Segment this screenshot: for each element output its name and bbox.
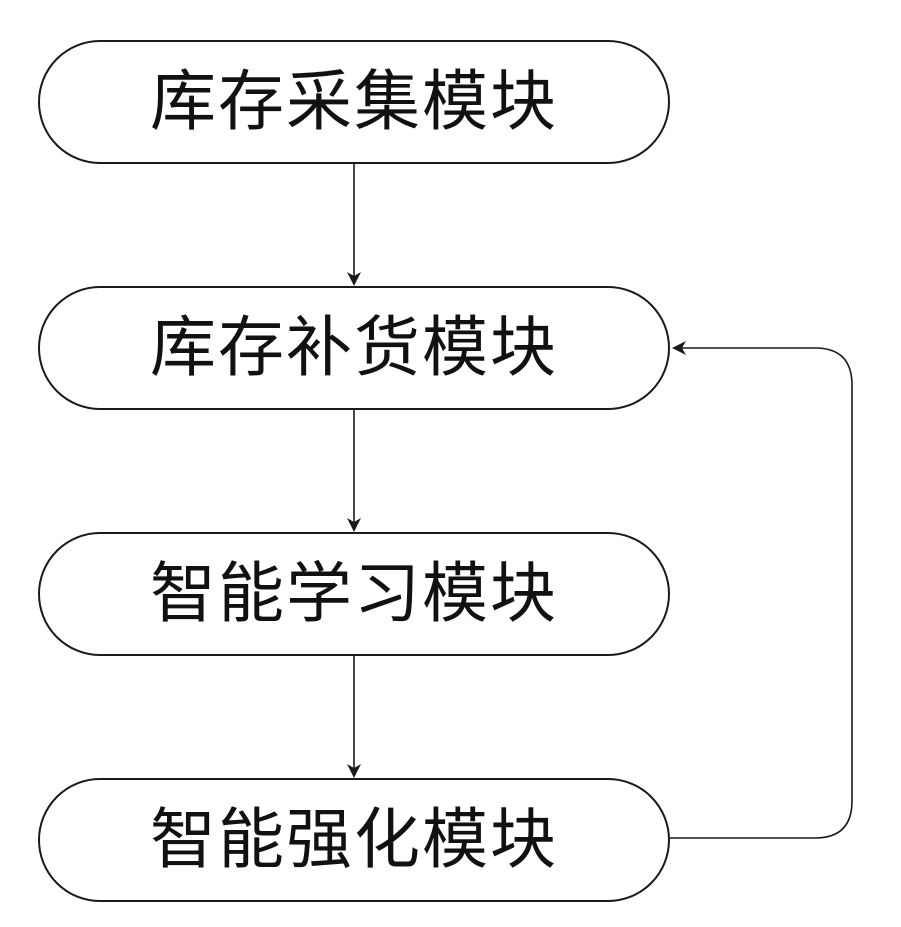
intelligent-enhancement-module-node: 智能强化模块	[38, 778, 670, 902]
inventory-collection-module-node: 库存采集模块	[38, 40, 670, 164]
intelligent-learning-module-node: 智能学习模块	[38, 532, 670, 656]
intelligent-learning-module-label: 智能学习模块	[150, 561, 558, 627]
inventory-replenishment-module-node: 库存补货模块	[38, 286, 670, 410]
intelligent-enhancement-module-label: 智能强化模块	[150, 807, 558, 873]
edge-enhancement-feedback-to-replenishment	[670, 348, 852, 838]
inventory-replenishment-module-label: 库存补货模块	[150, 315, 558, 381]
inventory-collection-module-label: 库存采集模块	[150, 69, 558, 135]
